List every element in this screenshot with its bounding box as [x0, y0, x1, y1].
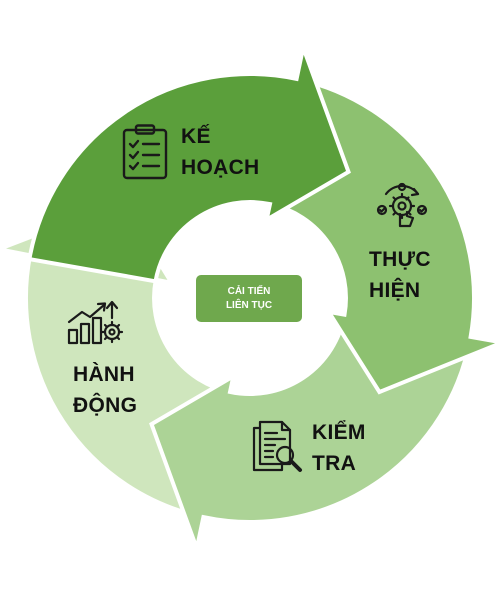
- label-check: KIỂM TRA: [312, 421, 366, 475]
- label-plan: KẾ HOẠCH: [181, 125, 260, 179]
- checklist-icon: [122, 124, 168, 180]
- segment-arrow-plan: [27, 40, 351, 284]
- document-search-icon: [252, 420, 302, 472]
- label-do: THỰC HIỆN: [369, 248, 431, 302]
- gear-process-icon: [376, 182, 428, 228]
- growth-chart-icon: [67, 300, 124, 345]
- center-line-2: LIÊN TỤC: [225, 299, 273, 311]
- center-line-1: CẢI TIẾN: [227, 285, 271, 297]
- center-badge: CẢI TIẾN LIÊN TỤC: [196, 275, 302, 322]
- label-act: HÀNH ĐỘNG: [73, 363, 138, 417]
